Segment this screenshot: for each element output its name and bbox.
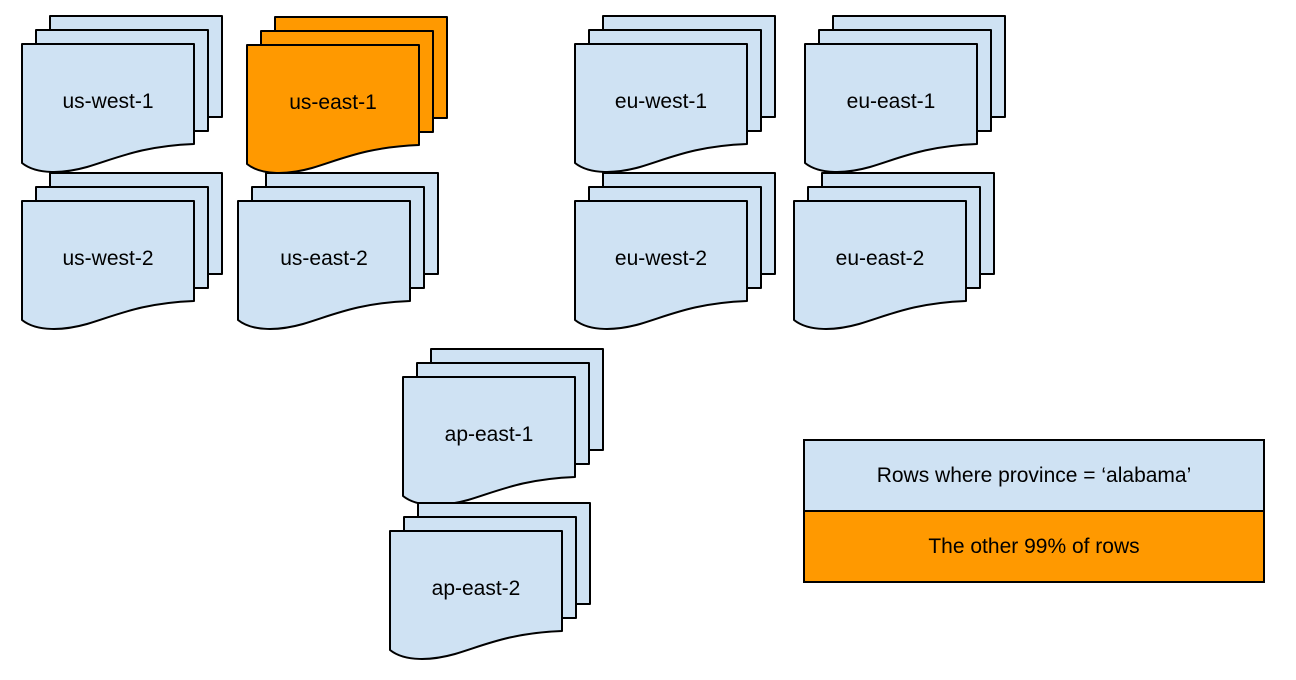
sheet-front xyxy=(21,200,195,330)
sheet-front xyxy=(246,44,420,174)
doc-stack-eu-east-1: eu-east-1 xyxy=(804,15,1008,179)
doc-stack-us-east-1: us-east-1 xyxy=(246,16,450,180)
stack-label: us-east-1 xyxy=(289,91,377,114)
stack-label: ap-east-2 xyxy=(431,577,521,600)
sheet-front xyxy=(793,200,967,330)
stack-label: eu-west-2 xyxy=(614,247,708,270)
sheet-front xyxy=(804,43,978,173)
stacked-documents-icon xyxy=(402,348,604,506)
stacked-documents-icon xyxy=(804,15,1006,173)
doc-stack-ap-east-2: ap-east-2 xyxy=(389,502,593,666)
sheet-front xyxy=(574,200,748,330)
stacked-documents-icon xyxy=(389,502,591,660)
doc-stack-eu-west-1: eu-west-1 xyxy=(574,15,778,179)
stacked-documents-icon xyxy=(574,15,776,173)
stack-label: eu-east-2 xyxy=(835,247,925,270)
doc-stack-eu-east-2: eu-east-2 xyxy=(793,172,997,336)
sheet-front xyxy=(21,43,195,173)
stack-label: eu-east-1 xyxy=(846,90,936,113)
doc-stack-us-east-2: us-east-2 xyxy=(237,172,441,336)
legend-item-alabama-rows: Rows where province = ‘alabama’ xyxy=(805,441,1263,512)
doc-stack-ap-east-1: ap-east-1 xyxy=(402,348,606,512)
sheet-front xyxy=(237,200,411,330)
legend-item-other-rows: The other 99% of rows xyxy=(805,512,1263,581)
legend-label: The other 99% of rows xyxy=(928,534,1140,558)
stacked-documents-icon xyxy=(21,15,223,173)
stacked-documents-icon xyxy=(237,172,439,330)
stacked-documents-icon xyxy=(574,172,776,330)
sheet-front xyxy=(389,530,563,660)
stack-label: ap-east-1 xyxy=(444,423,534,446)
stacked-documents-icon xyxy=(21,172,223,330)
doc-stack-eu-west-2: eu-west-2 xyxy=(574,172,778,336)
stack-label: us-west-1 xyxy=(62,90,154,113)
doc-stack-us-west-2: us-west-2 xyxy=(21,172,225,336)
stack-label: us-east-2 xyxy=(280,247,368,270)
legend: Rows where province = ‘alabama’ The othe… xyxy=(803,439,1265,583)
stack-label: us-west-2 xyxy=(62,247,154,270)
stacked-documents-icon xyxy=(246,16,448,174)
stack-label: eu-west-1 xyxy=(614,90,708,113)
legend-label: Rows where province = ‘alabama’ xyxy=(876,463,1192,487)
doc-stack-us-west-1: us-west-1 xyxy=(21,15,225,179)
sheet-front xyxy=(574,43,748,173)
stacked-documents-icon xyxy=(793,172,995,330)
